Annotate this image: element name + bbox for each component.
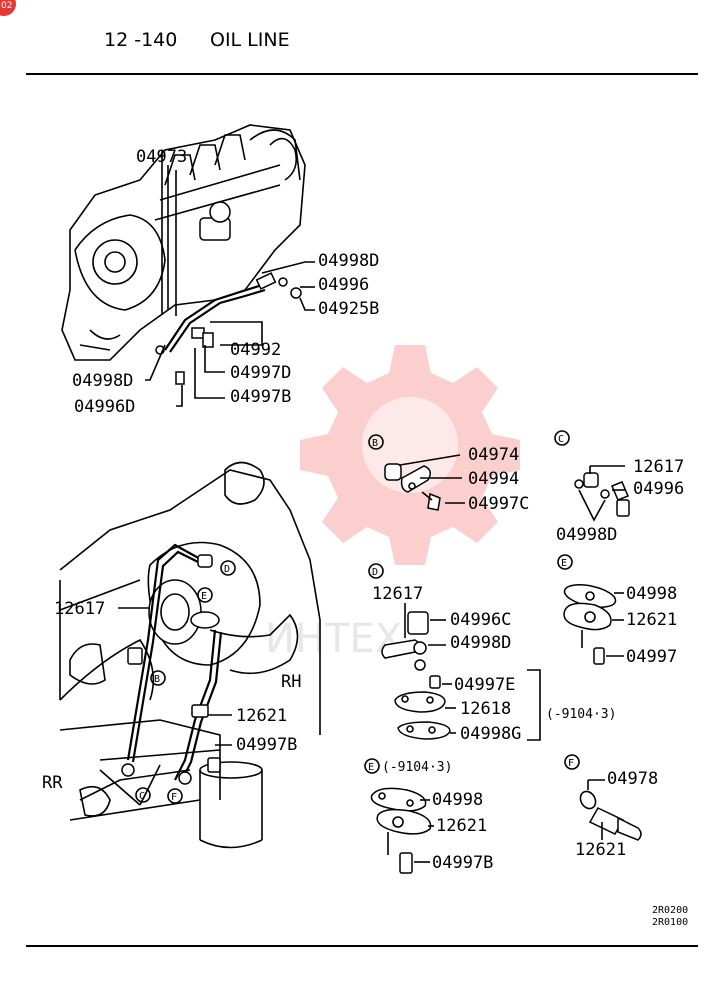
page-badge-text: 02 <box>1 1 12 11</box>
label-12617-c: 12617 <box>633 457 684 477</box>
label-12621-e2: 12621 <box>436 816 487 836</box>
view-e2-marker <box>364 758 380 774</box>
bracket-variant-label: (-9104·3) <box>546 707 616 722</box>
label-12617-main: 12617 <box>54 599 105 619</box>
label-04997b-a: 04997B <box>230 387 291 407</box>
label-04997-e1: 04997 <box>626 647 677 667</box>
view-e2-variant: (-9104·3) <box>382 760 452 775</box>
label-04996-a: 04996 <box>318 275 369 295</box>
lower-marker-f: F <box>171 792 177 803</box>
drawing-code-2: 2R0100 <box>652 917 688 928</box>
lower-view-markers <box>135 560 236 804</box>
section-number: 12 -140 <box>104 29 177 51</box>
view-b-marker <box>368 434 384 450</box>
label-04998d-a: 04998D <box>318 251 379 271</box>
label-04998-e1: 04998 <box>626 584 677 604</box>
page-title: OIL LINE <box>210 29 290 51</box>
view-f-marker <box>564 754 580 770</box>
oil-pipe-upper-drawing <box>155 150 302 385</box>
oil-pipe-lower-drawing <box>121 543 223 785</box>
lower-marker-d: D <box>224 564 230 575</box>
label-04996d: 04996D <box>74 397 135 417</box>
view-f-parts <box>579 779 642 841</box>
label-04974: 04974 <box>468 445 519 465</box>
page-badge-icon <box>0 0 16 16</box>
label-04992: 04992 <box>230 340 281 360</box>
lower-leader-lines <box>118 607 232 746</box>
view-e2-parts <box>370 787 434 874</box>
label-04996c: 04996C <box>450 610 511 630</box>
view-d-parts <box>381 603 541 741</box>
label-04998d-c: 04998D <box>556 525 617 545</box>
view-c-parts <box>574 465 630 522</box>
label-12618: 12618 <box>460 699 511 719</box>
label-04925b: 04925B <box>318 299 379 319</box>
upper-leader-lines <box>145 165 315 407</box>
view-e2-letter: E <box>368 762 374 773</box>
drawing-code-1: 2R0200 <box>652 905 688 916</box>
label-04973: 04973 <box>136 147 187 167</box>
label-04978: 04978 <box>607 769 658 789</box>
label-04997c: 04997C <box>468 494 529 514</box>
view-d-letter: D <box>372 567 378 578</box>
view-e-letter: E <box>561 558 567 569</box>
label-04997d: 04997D <box>230 363 291 383</box>
label-04997e: 04997E <box>454 675 515 695</box>
label-04997b-e2: 04997B <box>432 853 493 873</box>
view-e-parts <box>563 584 624 665</box>
label-04998g: 04998G <box>460 724 521 744</box>
view-b-parts <box>384 454 465 511</box>
view-f-letter: F <box>568 758 574 769</box>
label-04998d-b: 04998D <box>72 371 133 391</box>
label-12621-main: 12621 <box>236 706 287 726</box>
lower-marker-c: C <box>139 791 145 802</box>
lower-marker-e: E <box>201 591 207 602</box>
label-04997b-main: 04997B <box>236 735 297 755</box>
view-b-letter: B <box>372 438 378 449</box>
label-04996-c: 04996 <box>633 479 684 499</box>
label-04994: 04994 <box>468 469 519 489</box>
label-04998d-d: 04998D <box>450 633 511 653</box>
label-12621-e1: 12621 <box>626 610 677 630</box>
view-e-marker <box>557 554 573 570</box>
label-rh: RH <box>281 672 301 692</box>
label-rr: RR <box>42 773 63 793</box>
view-c-marker <box>554 430 570 446</box>
label-04998-e2: 04998 <box>432 790 483 810</box>
lower-marker-b: B <box>154 674 160 685</box>
label-12621-f: 12621 <box>575 840 626 860</box>
engine-turbo-drawing <box>59 461 321 849</box>
view-c-letter: C <box>558 434 564 445</box>
label-12617-d: 12617 <box>372 584 423 604</box>
watermark-text: ИНТЕХ <box>265 616 402 662</box>
view-d-marker <box>368 563 384 579</box>
